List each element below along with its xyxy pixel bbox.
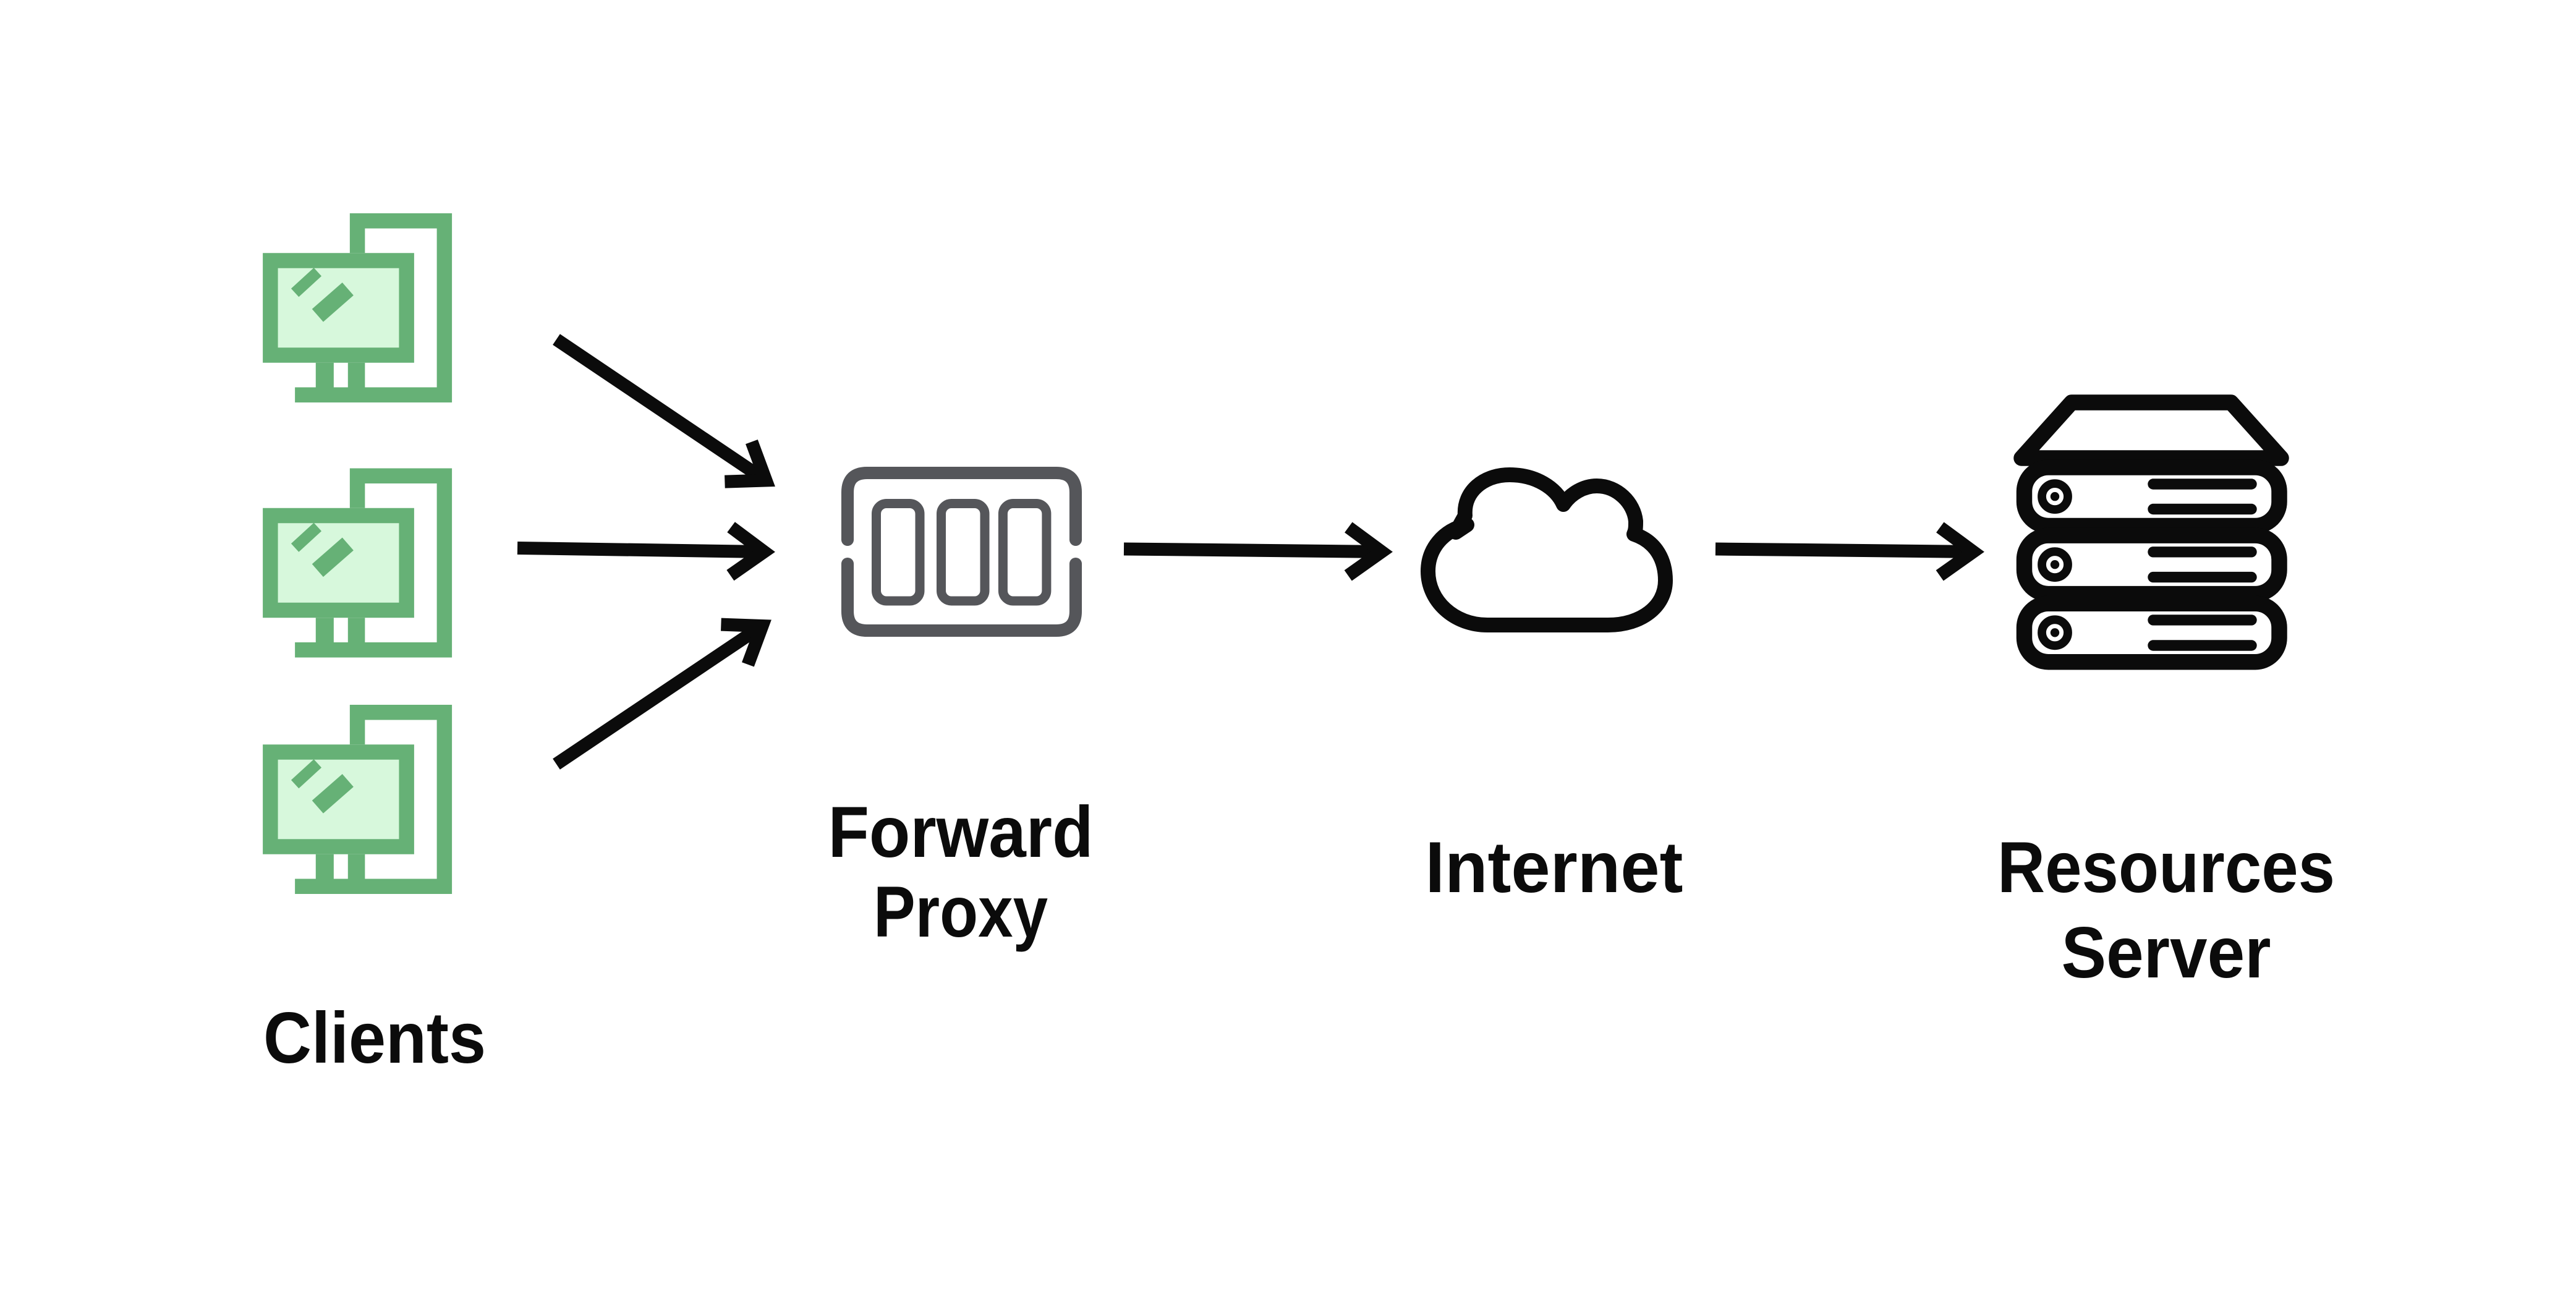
internet-label: Internet <box>1426 827 1683 908</box>
server-stack-icon <box>2013 394 2289 670</box>
forward-proxy-label-line1: Forward <box>828 791 1094 872</box>
clients-group: Clients <box>263 213 486 1078</box>
forward-proxy-group: Forward Proxy <box>828 466 1094 952</box>
arrow-proxy-to-internet <box>1123 522 1393 581</box>
proxy-rack-icon <box>841 466 1082 637</box>
clients-label: Clients <box>263 997 486 1078</box>
arrow-internet-to-server <box>1715 522 1984 581</box>
arrow-client2-to-proxy <box>517 522 775 581</box>
client-monitor-icon-3 <box>263 705 452 894</box>
client-monitor-icon-1 <box>263 213 452 402</box>
resources-server-group: Resources Server <box>1997 394 2335 993</box>
arrow-client3-to-proxy <box>553 618 772 770</box>
cloud-icon <box>1421 467 1673 632</box>
forward-proxy-label-line2: Proxy <box>874 871 1048 952</box>
client-monitor-icon-2 <box>263 469 452 658</box>
resources-server-label-line1: Resources <box>1997 827 2335 908</box>
resources-server-label-line2: Server <box>2062 912 2271 993</box>
arrow-client1-to-proxy <box>553 334 775 488</box>
internet-group: Internet <box>1421 467 1683 908</box>
